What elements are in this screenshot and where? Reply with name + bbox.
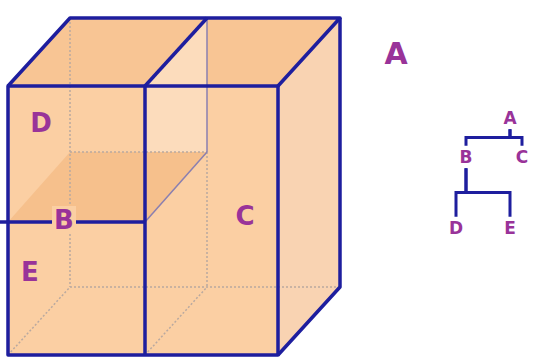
shelf-plane: [8, 152, 207, 222]
tree-node: A: [501, 108, 518, 129]
node-letter: E: [502, 218, 518, 239]
node-letter: C: [514, 147, 530, 168]
inner-edges: [145, 18, 207, 222]
node-letter: A: [501, 108, 518, 129]
tree-node: D: [447, 218, 465, 239]
region-letter: A: [384, 39, 407, 69]
cube-outline: [0, 18, 340, 355]
node-letter: B: [458, 147, 475, 168]
tree-branch: [466, 129, 510, 145]
tree-node: E: [502, 218, 518, 239]
region-letter: C: [235, 203, 254, 229]
tree-node: C: [514, 147, 530, 168]
region-letter: B: [52, 206, 76, 234]
tree-branch: [466, 168, 510, 216]
tree-branch: [510, 129, 522, 145]
region-letter: E: [21, 259, 39, 285]
tree-node: B: [458, 147, 475, 168]
region-letter: D: [30, 110, 52, 136]
hidden-edges: [8, 18, 340, 355]
node-letter: D: [447, 218, 465, 239]
